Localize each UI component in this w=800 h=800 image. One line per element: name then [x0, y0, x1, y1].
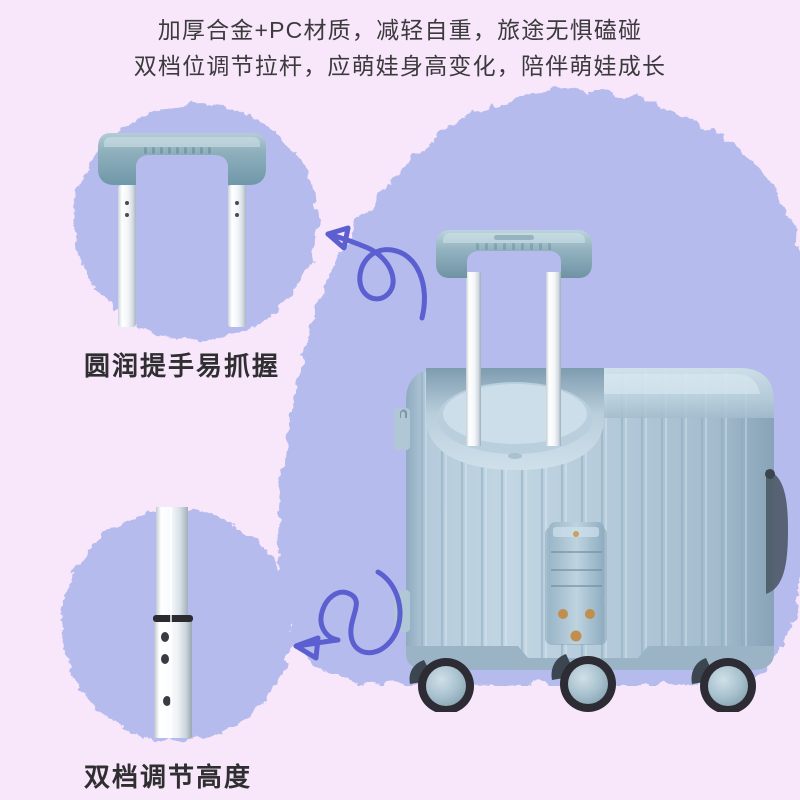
- wheel-assembly: [409, 654, 756, 712]
- headline-line-1: 加厚合金+PC材质，减轻自重，旅途无惧磕碰: [157, 17, 643, 43]
- caption-height: 双档调节高度: [84, 762, 253, 792]
- tsa-lock: [545, 522, 607, 645]
- wheel: [691, 658, 756, 712]
- handle-detail-art: [98, 133, 266, 327]
- wheel: [409, 658, 474, 712]
- wheel: [551, 654, 616, 712]
- suitcase-product: [394, 230, 788, 712]
- caption-handle: 圆润提手易抓握: [84, 351, 281, 381]
- side-handle: [765, 469, 788, 594]
- headline-line-2: 双档位调节拉杆，应萌娃身高变化，陪伴萌娃成长: [133, 53, 667, 79]
- curly-arrow-icon: [325, 225, 427, 321]
- headline-block: 加厚合金+PC材质，减轻自重，旅途无惧磕碰 双档位调节拉杆，应萌娃身高变化，陪伴…: [0, 12, 800, 84]
- pole-detail-art: [153, 507, 193, 738]
- handle-recess-bowl: [426, 368, 604, 470]
- curly-arrow-icon: [293, 569, 403, 661]
